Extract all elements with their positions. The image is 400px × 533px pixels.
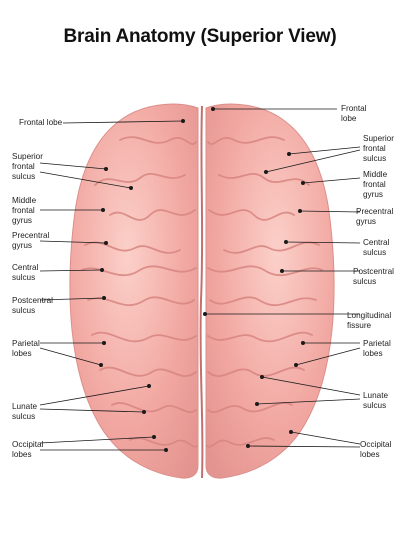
label-right-frontal-lobe: Frontal lobe (341, 104, 367, 123)
label-right-lunate-sulcus: Lunate sulcus (363, 391, 389, 410)
label-left-parietal-lobes: Parietal lobes (12, 339, 40, 358)
label-left-superior-frontal-sulcus: Superior frontal sulcus (12, 152, 43, 181)
label-right-longitudinal-fissure: Longitudinal fissure (347, 311, 392, 330)
label-right-middle-frontal-gyrus: Middle frontal gyrus (363, 170, 388, 199)
label-left-precentral-gyrus: Precentral gyrus (12, 231, 50, 250)
label-left-frontal-lobe: Frontal lobe (19, 118, 63, 127)
label-right-precentral-gyrus: Precentral gyrus (356, 207, 394, 226)
page-title: Brain Anatomy (Superior View) (63, 26, 337, 47)
label-left-lunate-sulcus: Lunate sulcus (12, 402, 38, 421)
left-hemisphere (69, 103, 199, 479)
label-right-central-sulcus: Central sulcus (363, 238, 390, 257)
label-left-central-sulcus: Central sulcus (12, 263, 39, 282)
label-left-occipital-lobes: Occipital lobes (12, 440, 44, 459)
leader-lines (39, 107, 361, 452)
gyri-folds (81, 136, 323, 448)
label-right-superior-frontal-sulcus: Superior frontal sulcus (363, 134, 394, 163)
label-left-postcentral-sulcus: Postcentral sulcus (12, 296, 53, 315)
label-left-middle-frontal-gyrus: Middle frontal gyrus (12, 196, 37, 225)
label-right-occipital-lobes: Occipital lobes (360, 440, 392, 459)
longitudinal-fissure-line (199, 105, 204, 479)
label-right-postcentral-sulcus: Postcentral sulcus (353, 267, 394, 286)
label-right-parietal-lobes: Parietal lobes (363, 339, 391, 358)
